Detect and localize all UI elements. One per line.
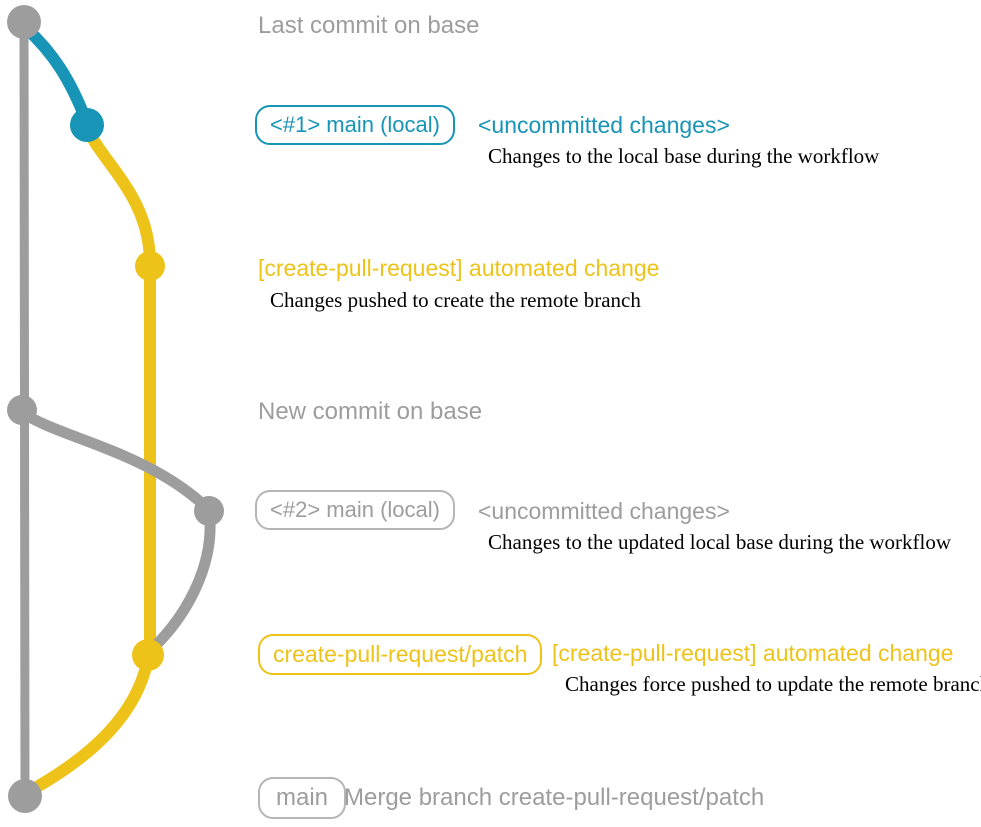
merge-curve	[22, 652, 154, 798]
label-new-commit-on-base: New commit on base	[258, 398, 483, 425]
branch-badge-main-local-2: <#2> main (local)	[255, 490, 455, 531]
label-automated-change-1: [create-pull-request] automated change	[258, 255, 660, 281]
git-graph	[7, 5, 224, 813]
commit-dot-last-base	[7, 5, 41, 39]
label-last-commit-on-base: Last commit on base	[258, 12, 480, 39]
label-merge-branch: Merge branch create-pull-request/patch	[344, 784, 765, 811]
desc-local-base-changes-1: Changes to the local base during the wor…	[488, 144, 880, 168]
commit-dot-uncommitted-1	[70, 108, 104, 142]
label-uncommitted-changes-2: <uncommitted changes>	[478, 498, 730, 524]
commit-dot-new-base	[7, 395, 37, 425]
desc-changes-pushed: Changes pushed to create the remote bran…	[270, 288, 641, 312]
commit-dot-uncommitted-2	[194, 496, 224, 526]
branch-badge-create-pull-request-patch: create-pull-request/patch	[258, 634, 543, 676]
label-uncommitted-changes-1: <uncommitted changes>	[478, 112, 730, 138]
branch-badge-main: main	[258, 777, 347, 820]
local-branch-curve-2a	[17, 407, 215, 516]
commit-dot-merge	[8, 779, 42, 813]
desc-local-base-changes-2: Changes to the updated local base during…	[488, 530, 952, 554]
branch-badge-main-local-1: <#1> main (local)	[255, 105, 455, 146]
label-automated-change-2: [create-pull-request] automated change	[552, 640, 954, 666]
commit-dot-automated-1	[135, 251, 165, 281]
local-branch-curve-1	[20, 22, 93, 129]
commit-dot-automated-2	[132, 639, 164, 671]
local-branch-curve-2b	[145, 504, 216, 656]
remote-branch-curve-1	[81, 122, 156, 268]
desc-changes-force-pushed: Changes force pushed to update the remot…	[565, 672, 981, 696]
